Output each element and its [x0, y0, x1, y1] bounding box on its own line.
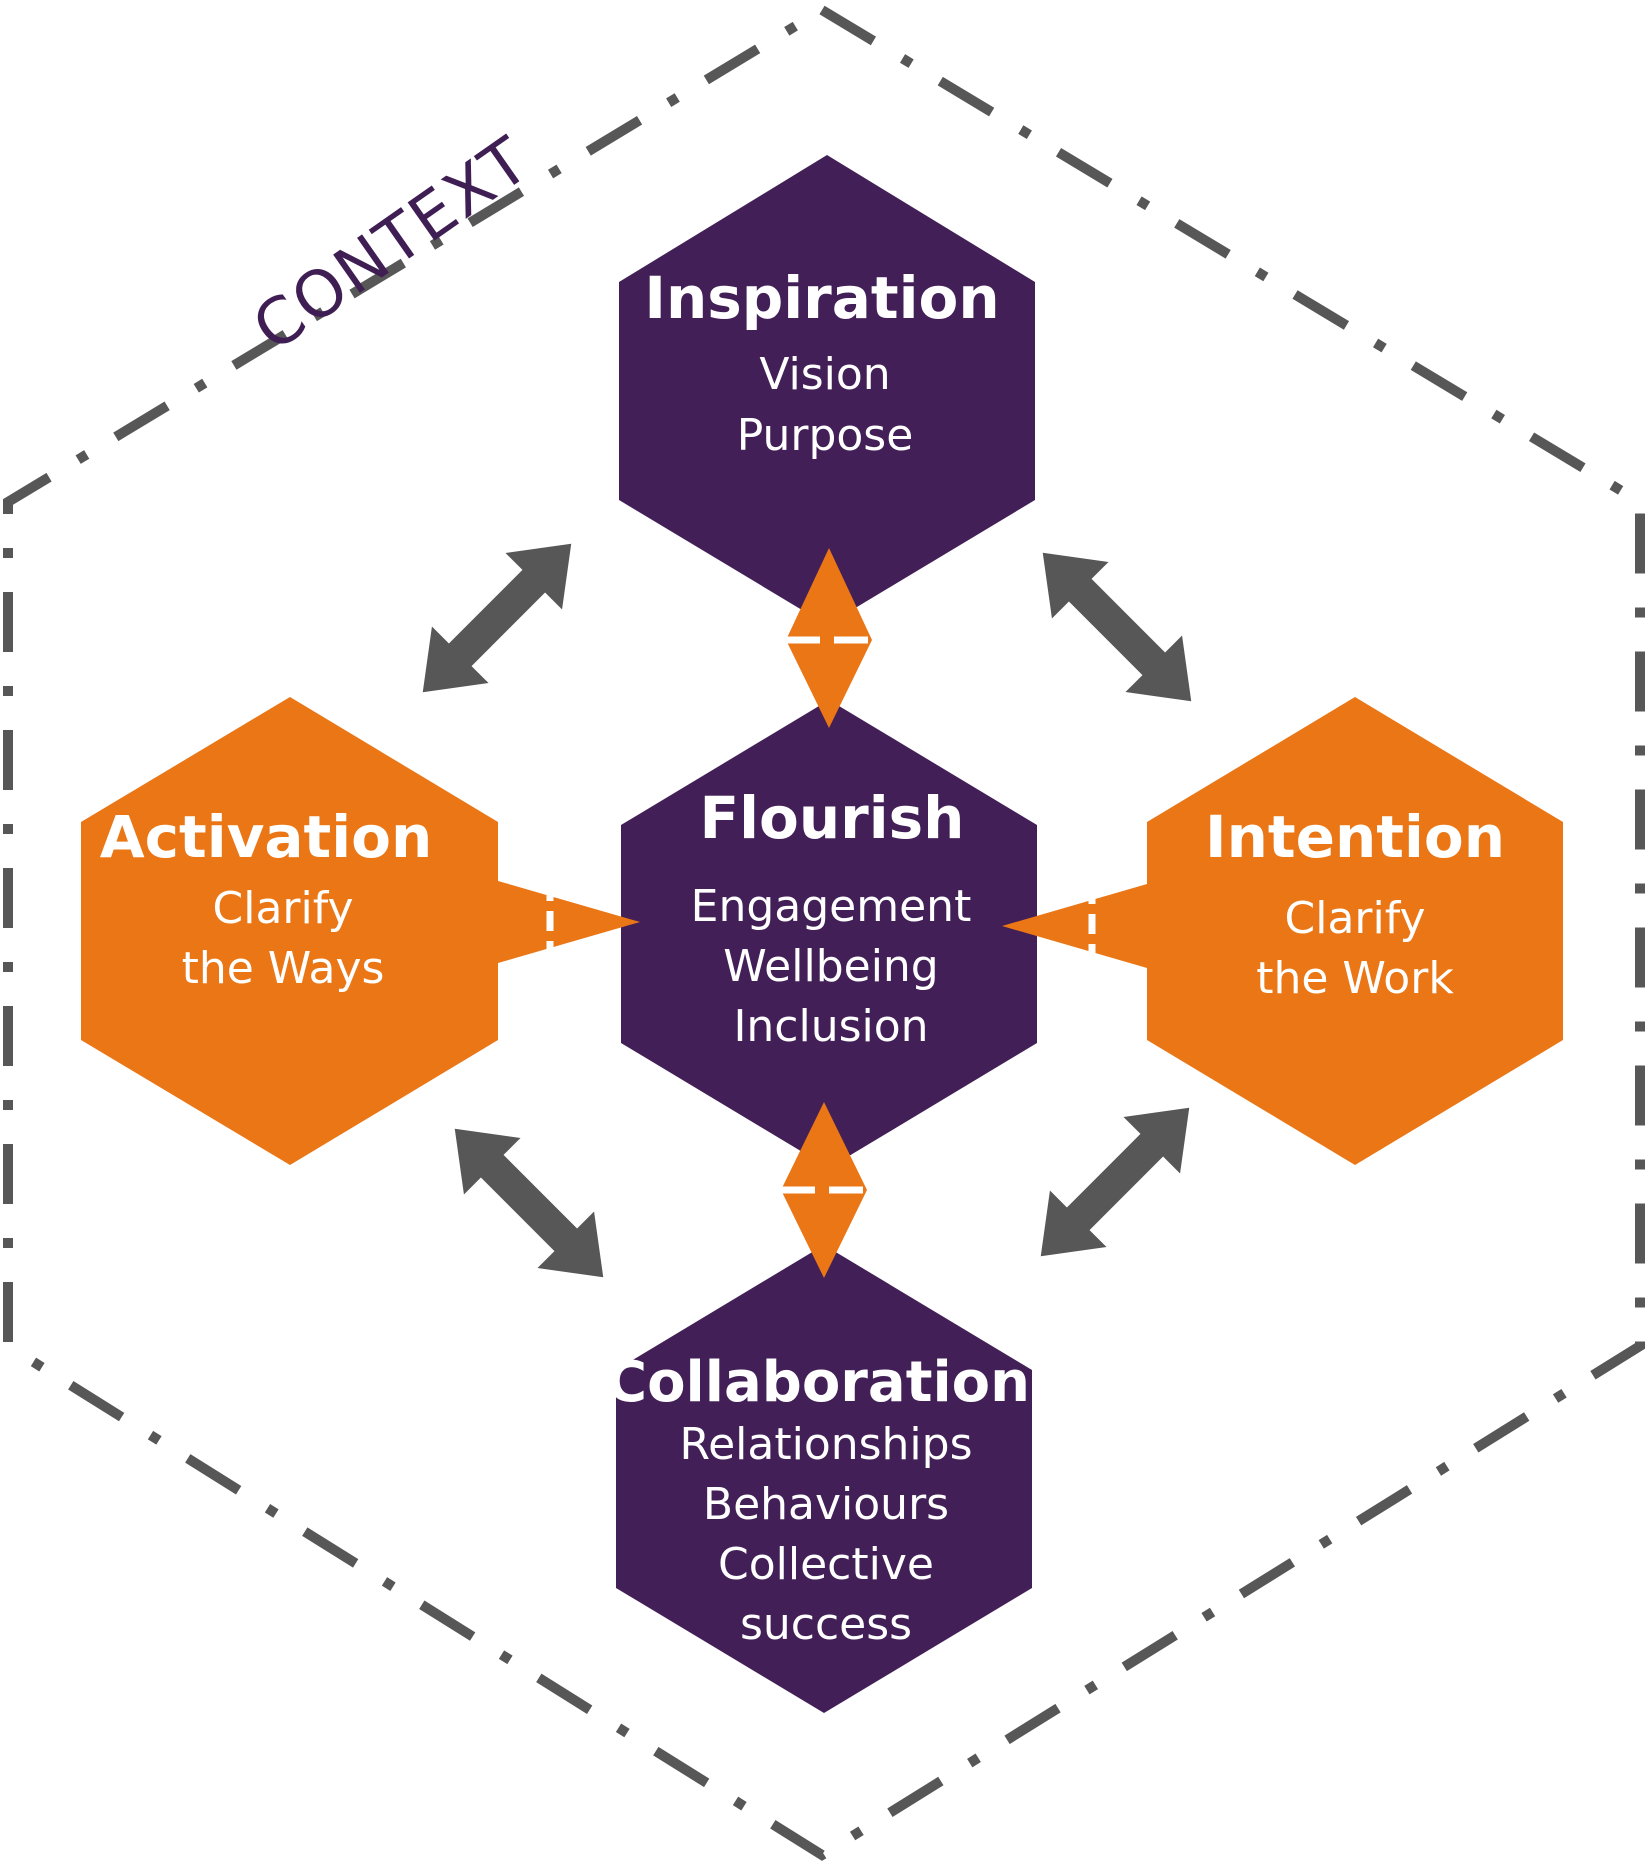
hexagon-activation — [81, 697, 498, 1165]
arrow-activation-collaboration — [454, 1128, 604, 1278]
activation-title: Activation — [100, 803, 433, 871]
inspiration-line-1: Vision — [759, 349, 890, 400]
arrow-intention-collaboration — [1040, 1107, 1190, 1257]
flourish-line-1: Engagement — [691, 881, 972, 932]
arrow-flourish-intention — [1002, 884, 1147, 968]
inspiration-text: Inspiration Vision Purpose — [644, 264, 999, 461]
flourish-line-2: Wellbeing — [723, 941, 939, 992]
context-label: CONTEXT — [240, 123, 543, 366]
context-boundary — [3, 4, 1645, 1861]
hexagon-flourish — [621, 700, 1037, 1168]
gray-arrows — [422, 543, 1192, 1278]
arrow-inspiration-flourish — [786, 548, 872, 728]
flourish-line-3: Inclusion — [733, 1001, 928, 1052]
collaboration-text: Collaboration Relationships Behaviours C… — [606, 1350, 1030, 1650]
flourish-title: Flourish — [700, 784, 965, 852]
orange-arrows — [498, 548, 1147, 1278]
collaboration-line-1: Relationships — [679, 1419, 972, 1470]
intention-line-2: the Work — [1256, 953, 1454, 1004]
inspiration-title: Inspiration — [644, 264, 999, 332]
intention-line-1: Clarify — [1285, 893, 1426, 944]
collaboration-title: Collaboration — [606, 1350, 1030, 1415]
arrow-activation-inspiration — [422, 543, 572, 693]
flourish-text: Flourish Engagement Wellbeing Inclusion — [691, 784, 972, 1052]
arrow-activation-flourish — [498, 881, 640, 963]
intention-text: Intention Clarify the Work — [1205, 803, 1505, 1004]
collaboration-line-4: success — [740, 1599, 912, 1650]
arrow-flourish-collaboration — [781, 1102, 867, 1278]
hexagon-intention — [1147, 697, 1563, 1165]
collaboration-line-2: Behaviours — [703, 1479, 949, 1530]
intention-title: Intention — [1205, 803, 1505, 871]
hexagon-inspiration — [619, 155, 1035, 625]
hexagon-collaboration — [616, 1245, 1032, 1713]
activation-line-2: the Ways — [182, 943, 385, 994]
arrow-inspiration-intention — [1042, 552, 1192, 702]
activation-line-1: Clarify — [213, 883, 354, 934]
collaboration-line-3: Collective — [718, 1539, 934, 1590]
activation-text: Activation Clarify the Ways — [100, 803, 433, 994]
inspiration-line-2: Purpose — [737, 410, 914, 461]
